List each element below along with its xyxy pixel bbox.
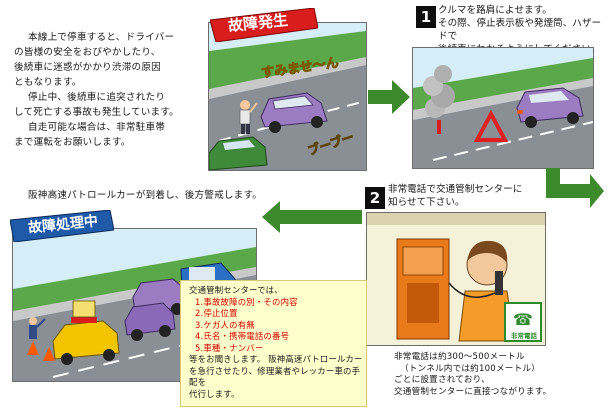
phone-note-line: 非常電話は約300～500メートル — [394, 352, 525, 362]
following-car — [209, 136, 268, 170]
caller-figure — [458, 240, 516, 342]
control-center-footer: を急行させたり、修理業者やレッカー車の手配を — [189, 365, 361, 388]
phone-box — [396, 238, 450, 340]
intro-line: 自走可能な場合は、非常駐車帯 — [28, 122, 166, 133]
parked-car — [516, 87, 584, 128]
emergency-phone-illustration: ☎ — [367, 213, 545, 345]
control-center-footer: 等をお聞きします。 阪神高速パトロールカー — [189, 354, 363, 364]
arrival-text: 阪神高速パトロールカーが到着し、後方警戒します。 — [28, 190, 263, 201]
phone-sign: ☎ — [504, 302, 542, 342]
intro-line: の皆様の安全をおびやかしたり、 — [14, 47, 161, 58]
intro-line: 後続車に迷惑がかかり渋滞の原因 — [14, 62, 161, 73]
info-item: 5.車種・ナンバー — [195, 342, 264, 353]
pull-over-scene — [412, 47, 594, 169]
intro-line: 停止中、後続車に追突されたり — [28, 92, 166, 103]
flow-arrow-down — [546, 168, 604, 208]
step-1-badge: 1 — [416, 6, 436, 28]
intro-text: 本線上で停車すると、ドライバー の皆様の安全をおびやかしたり、 後続車に迷惑がか… — [14, 30, 194, 150]
control-center-box: 交通管制センターでは、 1.事故故障の別・その内容 2.停止位置 3.ケガ人の有… — [180, 280, 367, 407]
worker-figure — [29, 317, 46, 339]
patrol-car — [52, 300, 120, 365]
svg-text:☎: ☎ — [513, 310, 533, 329]
phone-note: 非常電話は約300～500メートル （トンネル内では約100メートル） ごとに設… — [394, 352, 594, 398]
step-2-line: 非常電話で交通管制センターに — [388, 184, 523, 195]
info-item: 1.事故故障の別・その内容 — [195, 296, 298, 307]
phone-note-line: 交通管制センターに直接つながります。 — [394, 386, 552, 397]
phone-note-line: （トンネル内では約100メートル） — [400, 363, 540, 374]
broken-car — [260, 92, 328, 133]
phone-label: 非常電話 — [511, 332, 537, 340]
breakdown-banner-shape — [210, 8, 318, 42]
info-item: 3.ケガ人の有無 — [195, 319, 255, 330]
breakdown-illustration — [209, 23, 366, 170]
flow-arrow-right — [368, 80, 410, 114]
info-item: 4.氏名・携帯電話の番号 — [195, 331, 290, 341]
step-1-title: クルマを路肩によせます。 — [438, 5, 552, 16]
step-2-line: 知らせて下さい。 — [388, 197, 465, 208]
warning-triangle-icon — [473, 109, 509, 142]
phone-note-line: ごとに設置されており、 — [394, 375, 490, 385]
flow-arrow-left — [262, 201, 362, 233]
control-center-intro: 交通管制センターでは、 — [189, 285, 283, 295]
breakdown-scene: すみませ～ん ブーブー — [208, 22, 367, 171]
control-center-footer: 代行します。 — [189, 388, 240, 399]
intro-line: 本線上で停車すると、ドライバー — [28, 32, 175, 43]
pull-over-illustration — [413, 48, 593, 168]
intro-line: ともなります。 — [14, 77, 82, 88]
second-car — [124, 302, 176, 341]
intro-line: して死亡する事故も発生しています。 — [14, 107, 179, 118]
smoke-flare — [423, 65, 455, 134]
step-2-badge: 2 — [365, 187, 385, 209]
control-center-text: 交通管制センターでは、 1.事故故障の別・その内容 2.停止位置 3.ケガ人の有… — [189, 285, 367, 400]
step-2-text: 非常電話で交通管制センターに 知らせて下さい。 — [388, 183, 538, 209]
driver-figure — [239, 100, 258, 134]
emergency-phone-scene: ☎ 非常電話 — [366, 212, 546, 346]
intro-line: まで運転をお願いします。 — [14, 137, 131, 148]
step-1-line: その際、停止表示板や発煙筒、ハザードで — [438, 18, 602, 42]
processing-banner-shape — [10, 210, 114, 242]
info-item: 2.停止位置 — [195, 308, 238, 318]
